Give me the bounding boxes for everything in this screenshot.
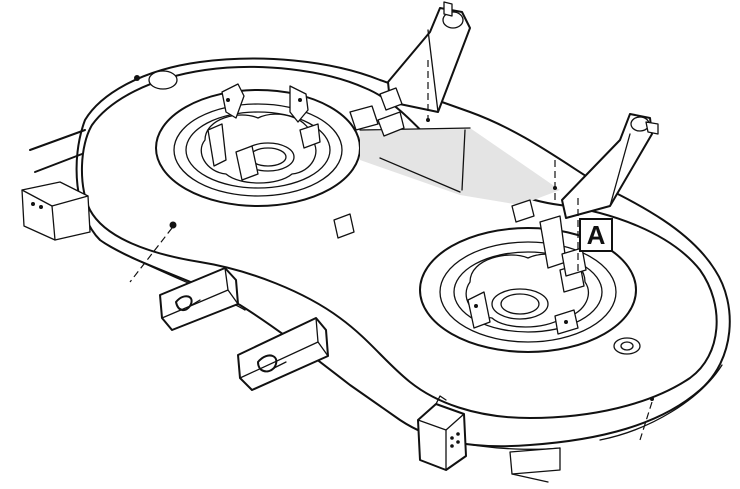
rear-bracket xyxy=(417,395,467,471)
assembly-guide-lines xyxy=(129,60,654,441)
left-spindle-recess xyxy=(155,83,361,207)
center-belt-channel xyxy=(333,105,560,239)
front-bracket-left xyxy=(159,267,239,331)
upper-lift-arm xyxy=(379,1,471,113)
left-side-bracket xyxy=(21,129,91,241)
rear-lip xyxy=(509,447,561,483)
callout-label-a: A xyxy=(579,218,613,252)
right-lift-arm xyxy=(511,113,659,277)
front-left-boss xyxy=(134,70,178,90)
front-bracket-right xyxy=(237,317,329,391)
right-boss xyxy=(613,337,641,355)
